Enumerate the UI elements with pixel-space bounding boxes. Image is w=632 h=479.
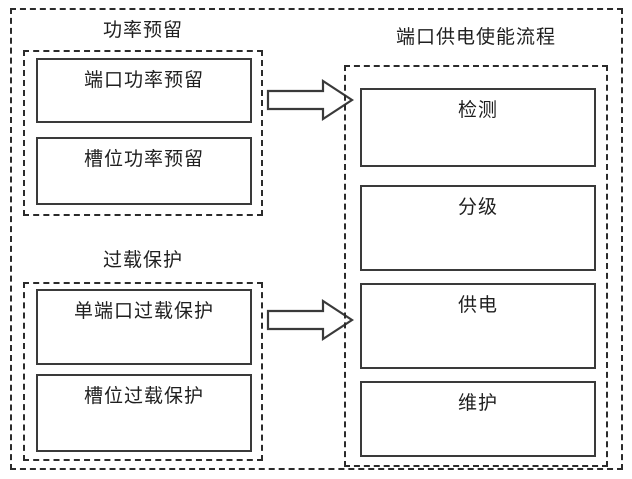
box-label: 端口功率预留 — [83, 70, 204, 91]
box-label: 单端口过载保护 — [73, 301, 214, 322]
group-overload-protection — [23, 282, 263, 461]
box-label: 供电 — [457, 295, 498, 316]
group-title-overload-protection: 过载保护 — [102, 250, 183, 271]
box-step-classify[interactable]: 分级 — [360, 185, 596, 271]
box-label: 检测 — [457, 100, 498, 121]
group-poe-enable-flow — [344, 65, 608, 467]
box-slot-power-reserve[interactable]: 槽位功率预留 — [36, 137, 252, 205]
box-step-detect[interactable]: 检测 — [360, 88, 596, 167]
group-power-reserve — [23, 50, 263, 216]
outer-dashed-frame — [10, 8, 623, 470]
arrow-right-icon — [266, 298, 354, 342]
group-title-poe-enable-flow: 端口供电使能流程 — [395, 27, 556, 48]
group-title-power-reserve: 功率预留 — [102, 20, 183, 41]
box-label: 槽位功率预留 — [83, 149, 204, 170]
box-step-power-supply[interactable]: 供电 — [360, 283, 596, 369]
box-label: 分级 — [457, 197, 498, 218]
arrow-right-icon-power-reserve-to-flow — [266, 78, 354, 122]
box-port-power-reserve[interactable]: 端口功率预留 — [36, 58, 252, 123]
box-step-maintain[interactable]: 维护 — [360, 381, 596, 457]
arrow-right-icon-overload-protection-to-flow — [266, 298, 354, 342]
box-label: 维护 — [457, 393, 498, 414]
box-label: 槽位过载保护 — [83, 386, 204, 407]
arrow-right-icon — [266, 78, 354, 122]
box-slot-overload-protection[interactable]: 槽位过载保护 — [36, 374, 252, 452]
box-single-port-overload-protection[interactable]: 单端口过载保护 — [36, 289, 252, 365]
